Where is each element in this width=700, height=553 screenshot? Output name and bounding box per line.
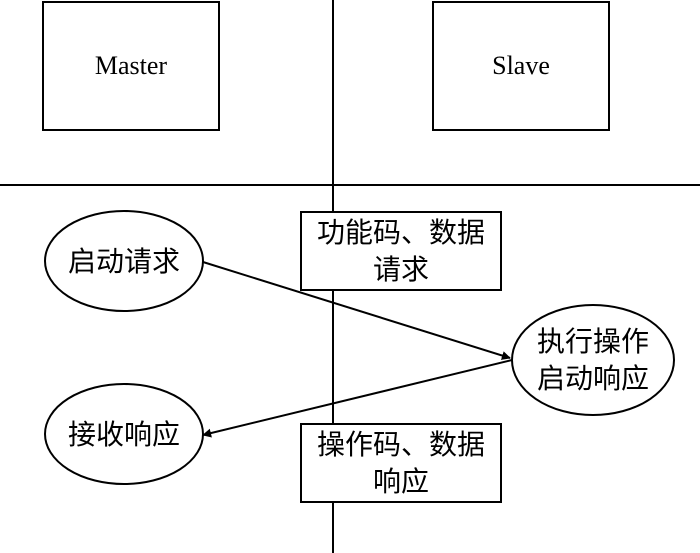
request-arrow (202, 261, 511, 360)
execute-label-line2: 启动响应 (536, 362, 649, 395)
master-label: Master (94, 51, 168, 80)
execute-label-line1: 执行操作 (536, 325, 649, 358)
response-message-line2: 响应 (372, 465, 429, 498)
response-message-line1: 操作码、数据 (316, 428, 485, 461)
master-box (42, 1, 220, 131)
request-message-line2: 请求 (372, 253, 429, 286)
request-message-box (300, 211, 502, 291)
response-arrow (202, 359, 513, 438)
response-message-box (300, 423, 502, 503)
request-message-line1: 功能码、数据 (316, 216, 485, 249)
request-message-label: 功能码、数据 请求 (302, 213, 500, 289)
slave-box (432, 1, 610, 131)
start-request-node (44, 210, 204, 312)
execute-node (511, 304, 675, 416)
start-request-label: 启动请求 (67, 244, 180, 278)
slave-label: Slave (492, 51, 550, 80)
execute-label: 执行操作 启动响应 (512, 322, 674, 398)
response-message-label: 操作码、数据 响应 (302, 425, 500, 501)
receive-response-label: 接收响应 (67, 417, 180, 451)
receive-response-node (44, 383, 204, 485)
